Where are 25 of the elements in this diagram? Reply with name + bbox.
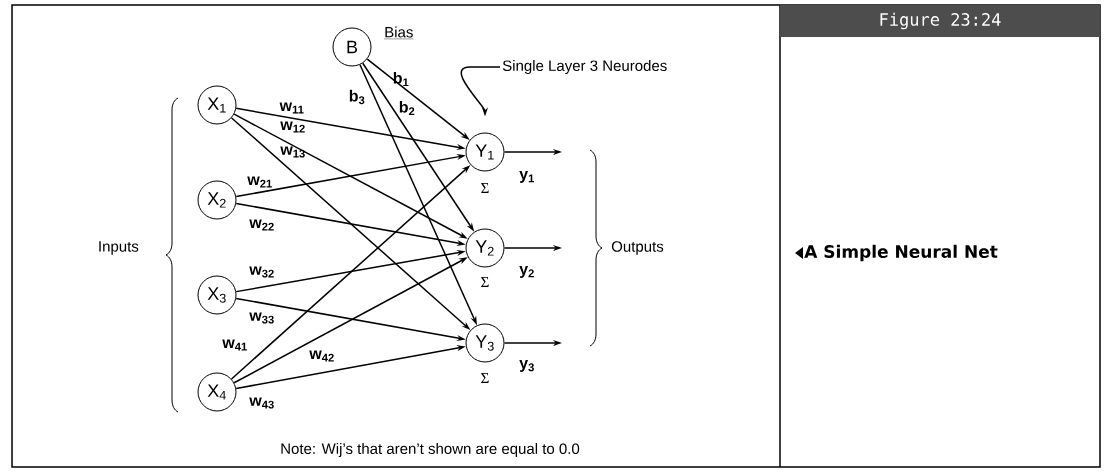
weight-label: w$_{13}$	[280, 146, 305, 158]
sum-symbol: Σ	[481, 183, 489, 193]
weight-label: w$_{33}$	[249, 312, 274, 324]
weight-label: w$_{21}$	[247, 176, 272, 188]
weight-label: w$_{11}$	[279, 102, 304, 114]
bias-label: Bias	[384, 26, 414, 40]
figure-caption: A Simple Neural Net	[795, 244, 998, 262]
weight-label: y$_{2}$	[519, 266, 534, 278]
figure-header: Figure 23:24	[780, 5, 1100, 37]
weight-label: y$_{3}$	[519, 360, 534, 372]
weight-label: w$_{12}$	[280, 121, 305, 133]
weight-label: w$_{43}$	[249, 397, 274, 409]
sum-symbol: Σ	[481, 373, 489, 383]
weight-label: b$_{3}$	[349, 89, 365, 105]
outputs-label: Outputs	[611, 241, 664, 255]
weight-label: y$_{1}$	[519, 171, 534, 183]
weight-label: w$_{22}$	[249, 219, 274, 231]
note-text: Note: Wij’s that aren’t shown are equal to 0.0	[281, 443, 580, 457]
inputs-label: Inputs	[99, 241, 139, 255]
weight-label: w$_{42}$	[309, 350, 334, 362]
weight-label: b$_{2}$	[399, 100, 415, 116]
sum-symbol: Σ	[481, 277, 489, 287]
weight-label: w$_{41}$	[222, 339, 247, 351]
weight-label: w$_{32}$	[249, 266, 274, 278]
annotation-text: Single Layer 3 Neurodes	[502, 60, 667, 74]
